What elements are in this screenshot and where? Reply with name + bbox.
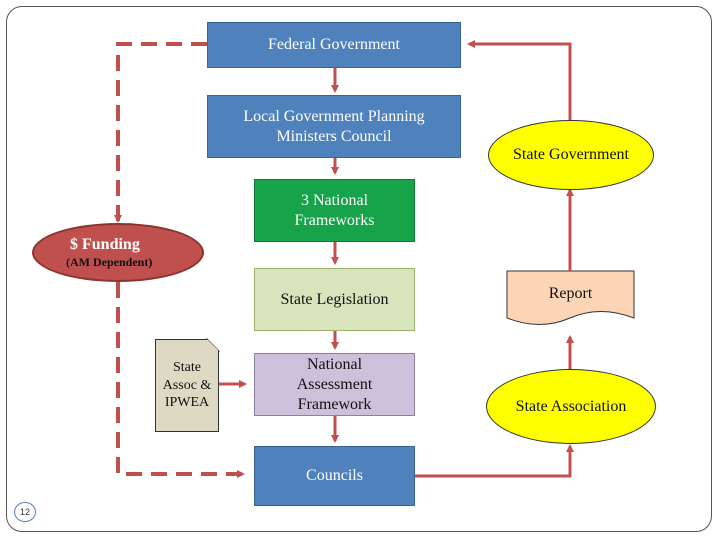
funding-ellipse: $ Funding (AM Dependent) [32,223,204,282]
page-number: 12 [14,502,36,522]
state-association-label: State Association [515,397,627,415]
state-legislation-label: State Legislation [280,290,389,308]
report-shape [506,270,635,325]
report-label: Report [548,285,593,302]
national-frameworks-label: 3 National Frameworks [294,191,375,229]
report-box: Report [507,276,634,312]
councils-box: Councils [254,446,415,506]
funding-title: $ Funding [70,236,140,253]
national-frameworks-box: 3 National Frameworks [254,179,415,242]
federal-government-label: Federal Government [268,36,400,53]
state-government-label: State Government [513,146,629,163]
federal-government-box: Federal Government [207,22,461,68]
ministers-council-label: Local Government Planning Ministers Coun… [243,107,425,145]
funding-subtitle: (AM Dependent) [66,255,153,269]
slide-frame [6,6,712,532]
state-assoc-ipwea-note: State Assoc & IPWEA [155,339,219,432]
state-legislation-box: State Legislation [254,268,415,331]
national-assessment-framework-box: National Assessment Framework [254,353,415,416]
state-association-ellipse: State Association [486,369,656,444]
ministers-council-box: Local Government Planning Ministers Coun… [207,95,461,158]
national-assessment-framework-label: National Assessment Framework [296,355,373,413]
arrow-state-government-to-federal [467,40,572,120]
state-assoc-ipwea-label: State Assoc & IPWEA [162,360,212,411]
state-government-ellipse: State Government [488,120,654,190]
dashed-funding-path [114,42,207,223]
dashed-funding-to-councils [116,282,245,478]
arrow-councils-to-state-association [414,444,574,478]
councils-label: Councils [306,467,363,484]
